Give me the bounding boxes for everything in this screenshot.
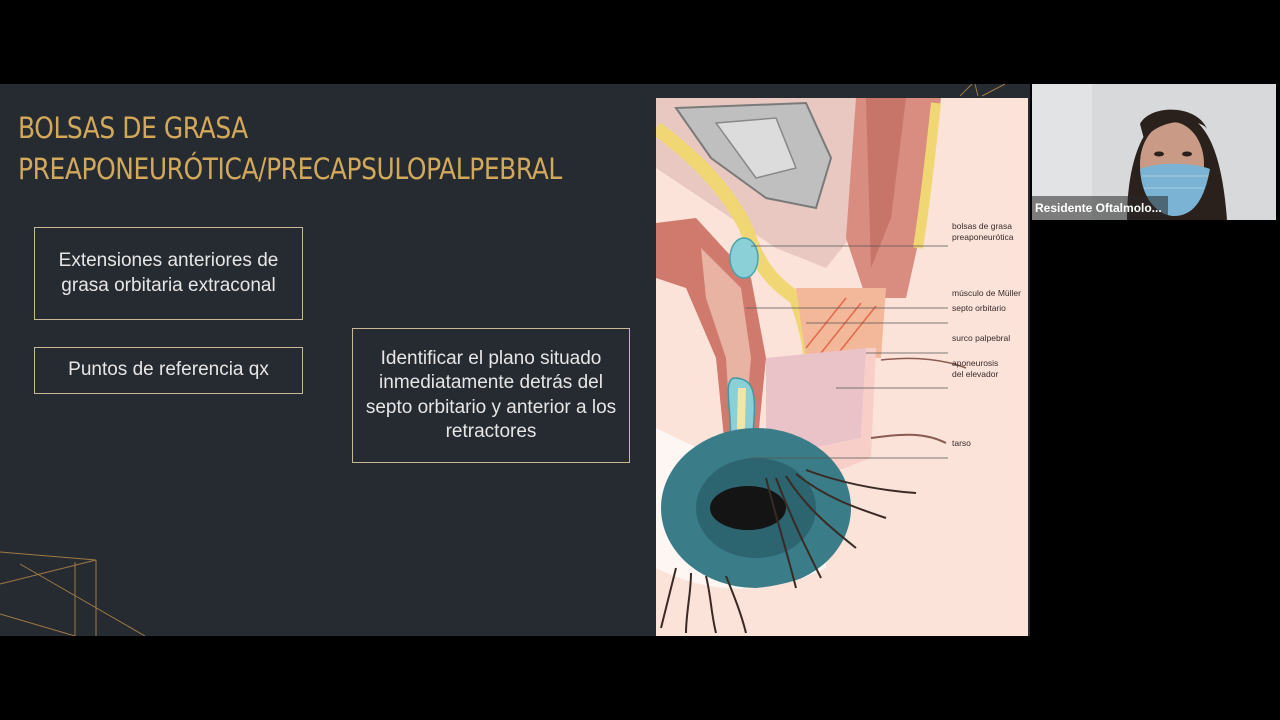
label-tarso: tarso bbox=[952, 438, 971, 448]
participant-name-label: Residente Oftalmolo... bbox=[1032, 196, 1168, 220]
slide-title-line1: BOLSAS DE GRASA bbox=[18, 111, 248, 145]
text-box-identificar-plano: Identificar el plano situado inmediatame… bbox=[352, 328, 630, 463]
presentation-slide: BOLSAS DE GRASA PREAPONEURÓTICA/PRECAPSU… bbox=[0, 84, 1030, 636]
anatomy-illustration: bolsas de grasa preaponeurótica músculo … bbox=[656, 98, 1028, 636]
label-septo-orbitario: septo orbitario bbox=[952, 303, 1006, 313]
label-musculo-muller: músculo de Müller bbox=[952, 288, 1021, 298]
label-aponeurosis-elevador: aponeurosis del elevador bbox=[952, 358, 999, 379]
decorative-lines bbox=[0, 84, 1006, 636]
label-surco-palpebral: surco palpebral bbox=[952, 333, 1011, 343]
eyelid-cross-section-drawing bbox=[656, 98, 967, 636]
participant-video-tile[interactable]: Residente Oftalmolo... bbox=[1032, 84, 1276, 220]
slide-title-line2: PREAPONEURÓTICA/PRECAPSULOPALPEBRAL bbox=[18, 152, 562, 186]
text-box-extensiones: Extensiones anteriores de grasa orbitari… bbox=[34, 227, 303, 320]
slide-title: BOLSAS DE GRASA PREAPONEURÓTICA/PRECAPSU… bbox=[18, 108, 562, 190]
label-bolsas-grasa: bolsas de grasa preaponeurótica bbox=[952, 221, 1014, 242]
text-box-puntos-referencia: Puntos de referencia qx bbox=[34, 347, 303, 394]
